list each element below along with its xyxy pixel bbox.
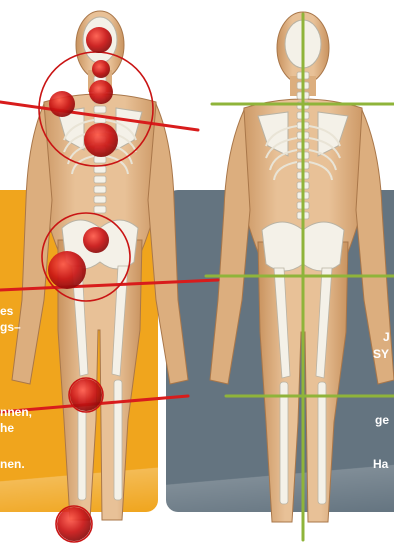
- right-panel-text-3: ge: [375, 413, 389, 427]
- left-panel-text-5: nen.: [0, 457, 25, 471]
- pain-spot-icon: [84, 123, 118, 157]
- pain-spot-icon: [89, 80, 113, 104]
- pain-spot-icon: [57, 507, 91, 541]
- pain-spot-icon: [92, 60, 110, 78]
- right-panel-text-4: Ha: [373, 457, 388, 471]
- pain-spot-icon: [49, 91, 75, 117]
- left-panel-text-3: nnen,: [0, 405, 32, 419]
- left-panel-text-1: es: [0, 304, 13, 318]
- right-panel-text-2: SY: [373, 347, 389, 361]
- pain-spot-icon: [83, 227, 109, 253]
- pain-spot-icon: [86, 27, 112, 53]
- left-panel-text-4: he: [0, 421, 14, 435]
- pain-spot-icon: [70, 379, 102, 411]
- left-panel-text-2: gs–: [0, 320, 21, 334]
- right-panel-text-1: J: [383, 330, 390, 344]
- pain-spot-icon: [48, 251, 86, 289]
